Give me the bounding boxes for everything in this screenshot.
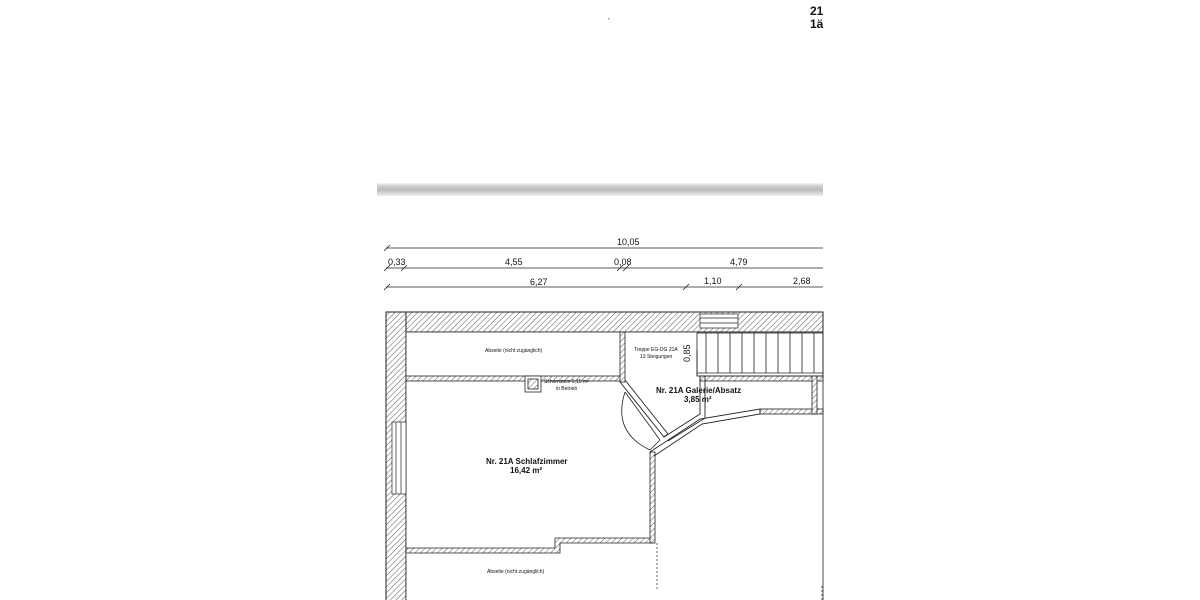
dim-row3-0: 6,27 <box>530 277 548 287</box>
dim-row3-2: 2,68 <box>793 276 811 286</box>
dim-overall: 10,05 <box>617 237 640 247</box>
room-abseite-top: Abseite (nicht zugänglich) <box>485 348 543 354</box>
dim-row3-1: 1,10 <box>704 276 722 286</box>
label-treppe-2: 13 Steigungen <box>640 354 672 360</box>
left-window <box>391 421 407 495</box>
dimension-row-3 <box>383 283 823 291</box>
page-separator <box>377 183 823 196</box>
dimension-row-overall <box>383 244 823 252</box>
dim-row2-3: 4,79 <box>730 257 748 267</box>
label-schornstein-1: Schornstein 0,15 m² <box>544 379 589 385</box>
dimension-row-2 <box>383 264 823 272</box>
dim-row2-0: 0,33 <box>388 257 406 267</box>
door-swing <box>621 391 661 451</box>
dim-row2-2: 0,08 <box>614 257 632 267</box>
dim-row2-1: 4,55 <box>505 257 523 267</box>
top-window <box>699 313 739 329</box>
exterior-walls <box>385 311 824 600</box>
speck <box>608 18 610 20</box>
room-abseite-bottom: Abseite (nicht zugänglich) <box>487 569 545 575</box>
interior-walls <box>405 331 824 554</box>
room-schlafzimmer-name: Nr. 21A Schlafzimmer <box>486 457 568 466</box>
label-treppe-1: Treppe EG-DG 21A <box>634 347 678 353</box>
room-galerie-name: Nr. 21A Galerie/Absatz <box>656 386 741 395</box>
header-fragment-line2: 1ä <box>810 17 824 31</box>
label-schornstein-2: in Betrieb <box>556 386 577 392</box>
room-schlafzimmer-area: 16,42 m² <box>510 466 542 475</box>
header-fragment-line1: 21 <box>810 4 824 18</box>
label-vertical-dim: 0,85 <box>682 344 692 362</box>
stairs <box>696 332 824 377</box>
room-galerie-area: 3,85 m² <box>684 395 712 404</box>
